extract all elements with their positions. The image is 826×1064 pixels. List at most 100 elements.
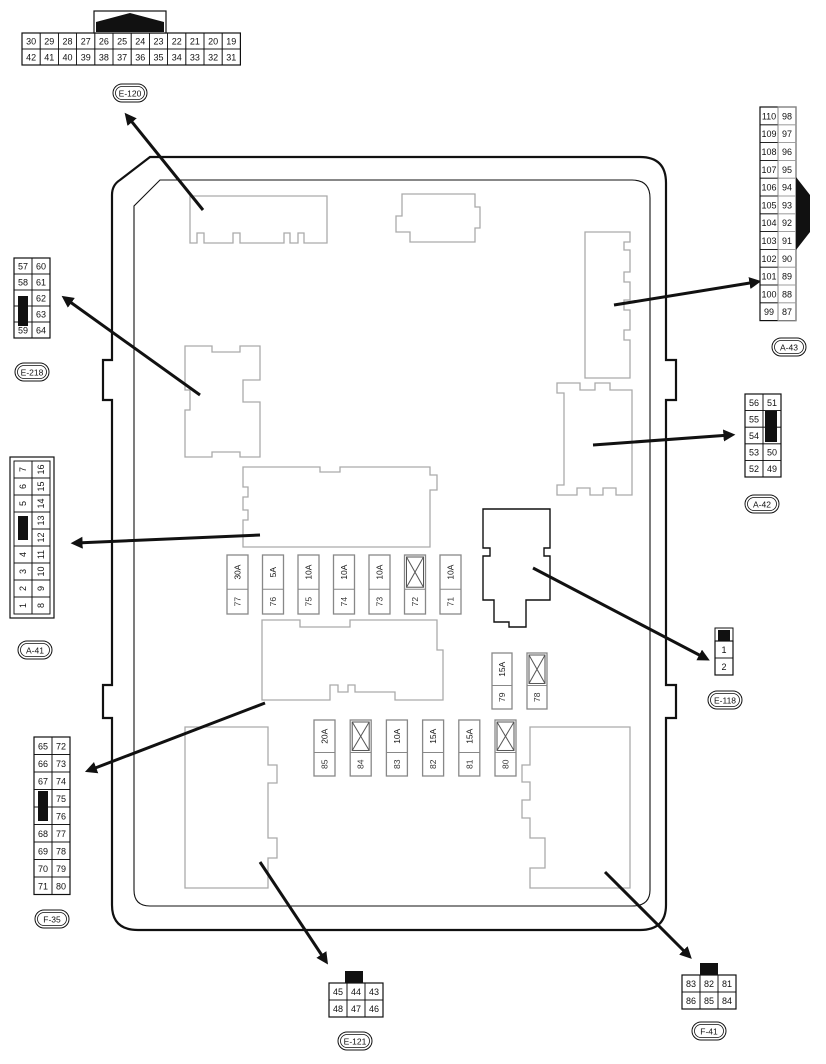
fuse-number: 78 [532,692,542,702]
pin-26: 26 [99,37,109,47]
connector-label-a-41: A-41 [17,640,53,660]
fuse-rating: 10A [446,564,456,579]
pin-79: 79 [56,864,66,874]
fuse-rating: 15A [497,661,507,676]
fuse-rating: 10A [375,564,385,579]
pin-65: 65 [38,741,48,751]
socket-center-upper [242,466,438,548]
socket-left-mid [184,345,261,458]
pin-38: 38 [99,53,109,63]
pin-62: 62 [36,294,46,304]
pin-2: 2 [721,662,726,672]
pin-36: 36 [135,53,145,63]
pin-102: 102 [761,254,776,264]
pin-56: 56 [749,398,759,408]
fuse-number: 82 [428,759,438,769]
pin-55: 55 [749,414,759,424]
pin-13: 13 [36,515,46,525]
arrow-e120 [124,112,205,211]
pin-88: 88 [782,289,792,299]
connector-label-text: A-42 [753,500,771,510]
fuse-72: 72 [403,554,427,615]
fuse-rating: 10A [392,728,402,743]
fuse-number: 85 [320,759,330,769]
pin-96: 96 [782,147,792,157]
pin-41: 41 [44,53,54,63]
socket-center-lower [261,619,444,701]
pin-97: 97 [782,129,792,139]
arrow-a43 [613,277,762,307]
pin-44: 44 [351,987,361,997]
pin-4: 4 [18,552,28,557]
pin-1: 1 [721,645,726,655]
pin-9: 9 [36,586,46,591]
pin-59: 59 [18,326,28,336]
connector-label-text: E-218 [21,368,44,378]
fuse-rating: 10A [304,564,314,579]
pin-6: 6 [18,484,28,489]
pointer-arrows [61,112,762,965]
pin-66: 66 [38,759,48,769]
pin-87: 87 [782,307,792,317]
pin-72: 72 [56,741,66,751]
pin-45: 45 [333,987,343,997]
connector-label-f-35: F-35 [34,909,70,929]
pin-83: 83 [686,979,696,989]
connector-label-f-41: F-41 [691,1021,727,1041]
arrow-e118 [532,566,710,661]
pin-29: 29 [44,37,54,47]
pin-75: 75 [56,794,66,804]
fuse-number: 77 [233,597,243,607]
connector-label-text: A-43 [780,343,798,353]
arrow-e121 [258,861,328,965]
pin-67: 67 [38,776,48,786]
pin-7: 7 [18,467,28,472]
fuse-number: 84 [356,759,366,769]
socket-right-mid [556,382,633,496]
pin-93: 93 [782,200,792,210]
arrow-f35 [84,701,266,774]
pin-30: 30 [26,37,36,47]
connector-label-text: E-118 [714,696,736,706]
pin-78: 78 [56,846,66,856]
fuse-number: 73 [375,597,385,607]
connector-label-a-43: A-43 [771,337,807,357]
pin-49: 49 [767,464,777,474]
pin-52: 52 [749,464,759,474]
fuse-rating: 5A [268,567,278,578]
arrow-e218 [61,295,201,397]
pin-8: 8 [36,603,46,608]
pin-70: 70 [38,864,48,874]
socket-top-left [189,195,328,244]
connector-label-text: F-35 [43,915,61,925]
pin-95: 95 [782,165,792,175]
fuse-rating: 15A [464,728,474,743]
pin-16: 16 [36,464,46,474]
pin-98: 98 [782,111,792,121]
fuse-number: 71 [446,597,456,607]
connector-label-text: F-41 [700,1027,718,1037]
pin-103: 103 [761,236,776,246]
pin-71: 71 [38,881,48,891]
pin-47: 47 [351,1004,361,1014]
pin-101: 101 [761,272,776,282]
pin-31: 31 [226,53,236,63]
pin-77: 77 [56,829,66,839]
pin-108: 108 [761,147,776,157]
pin-15: 15 [36,481,46,491]
pin-91: 91 [782,236,792,246]
pin-94: 94 [782,183,792,193]
pin-58: 58 [18,278,28,288]
pin-81: 81 [722,979,732,989]
pin-61: 61 [36,278,46,288]
